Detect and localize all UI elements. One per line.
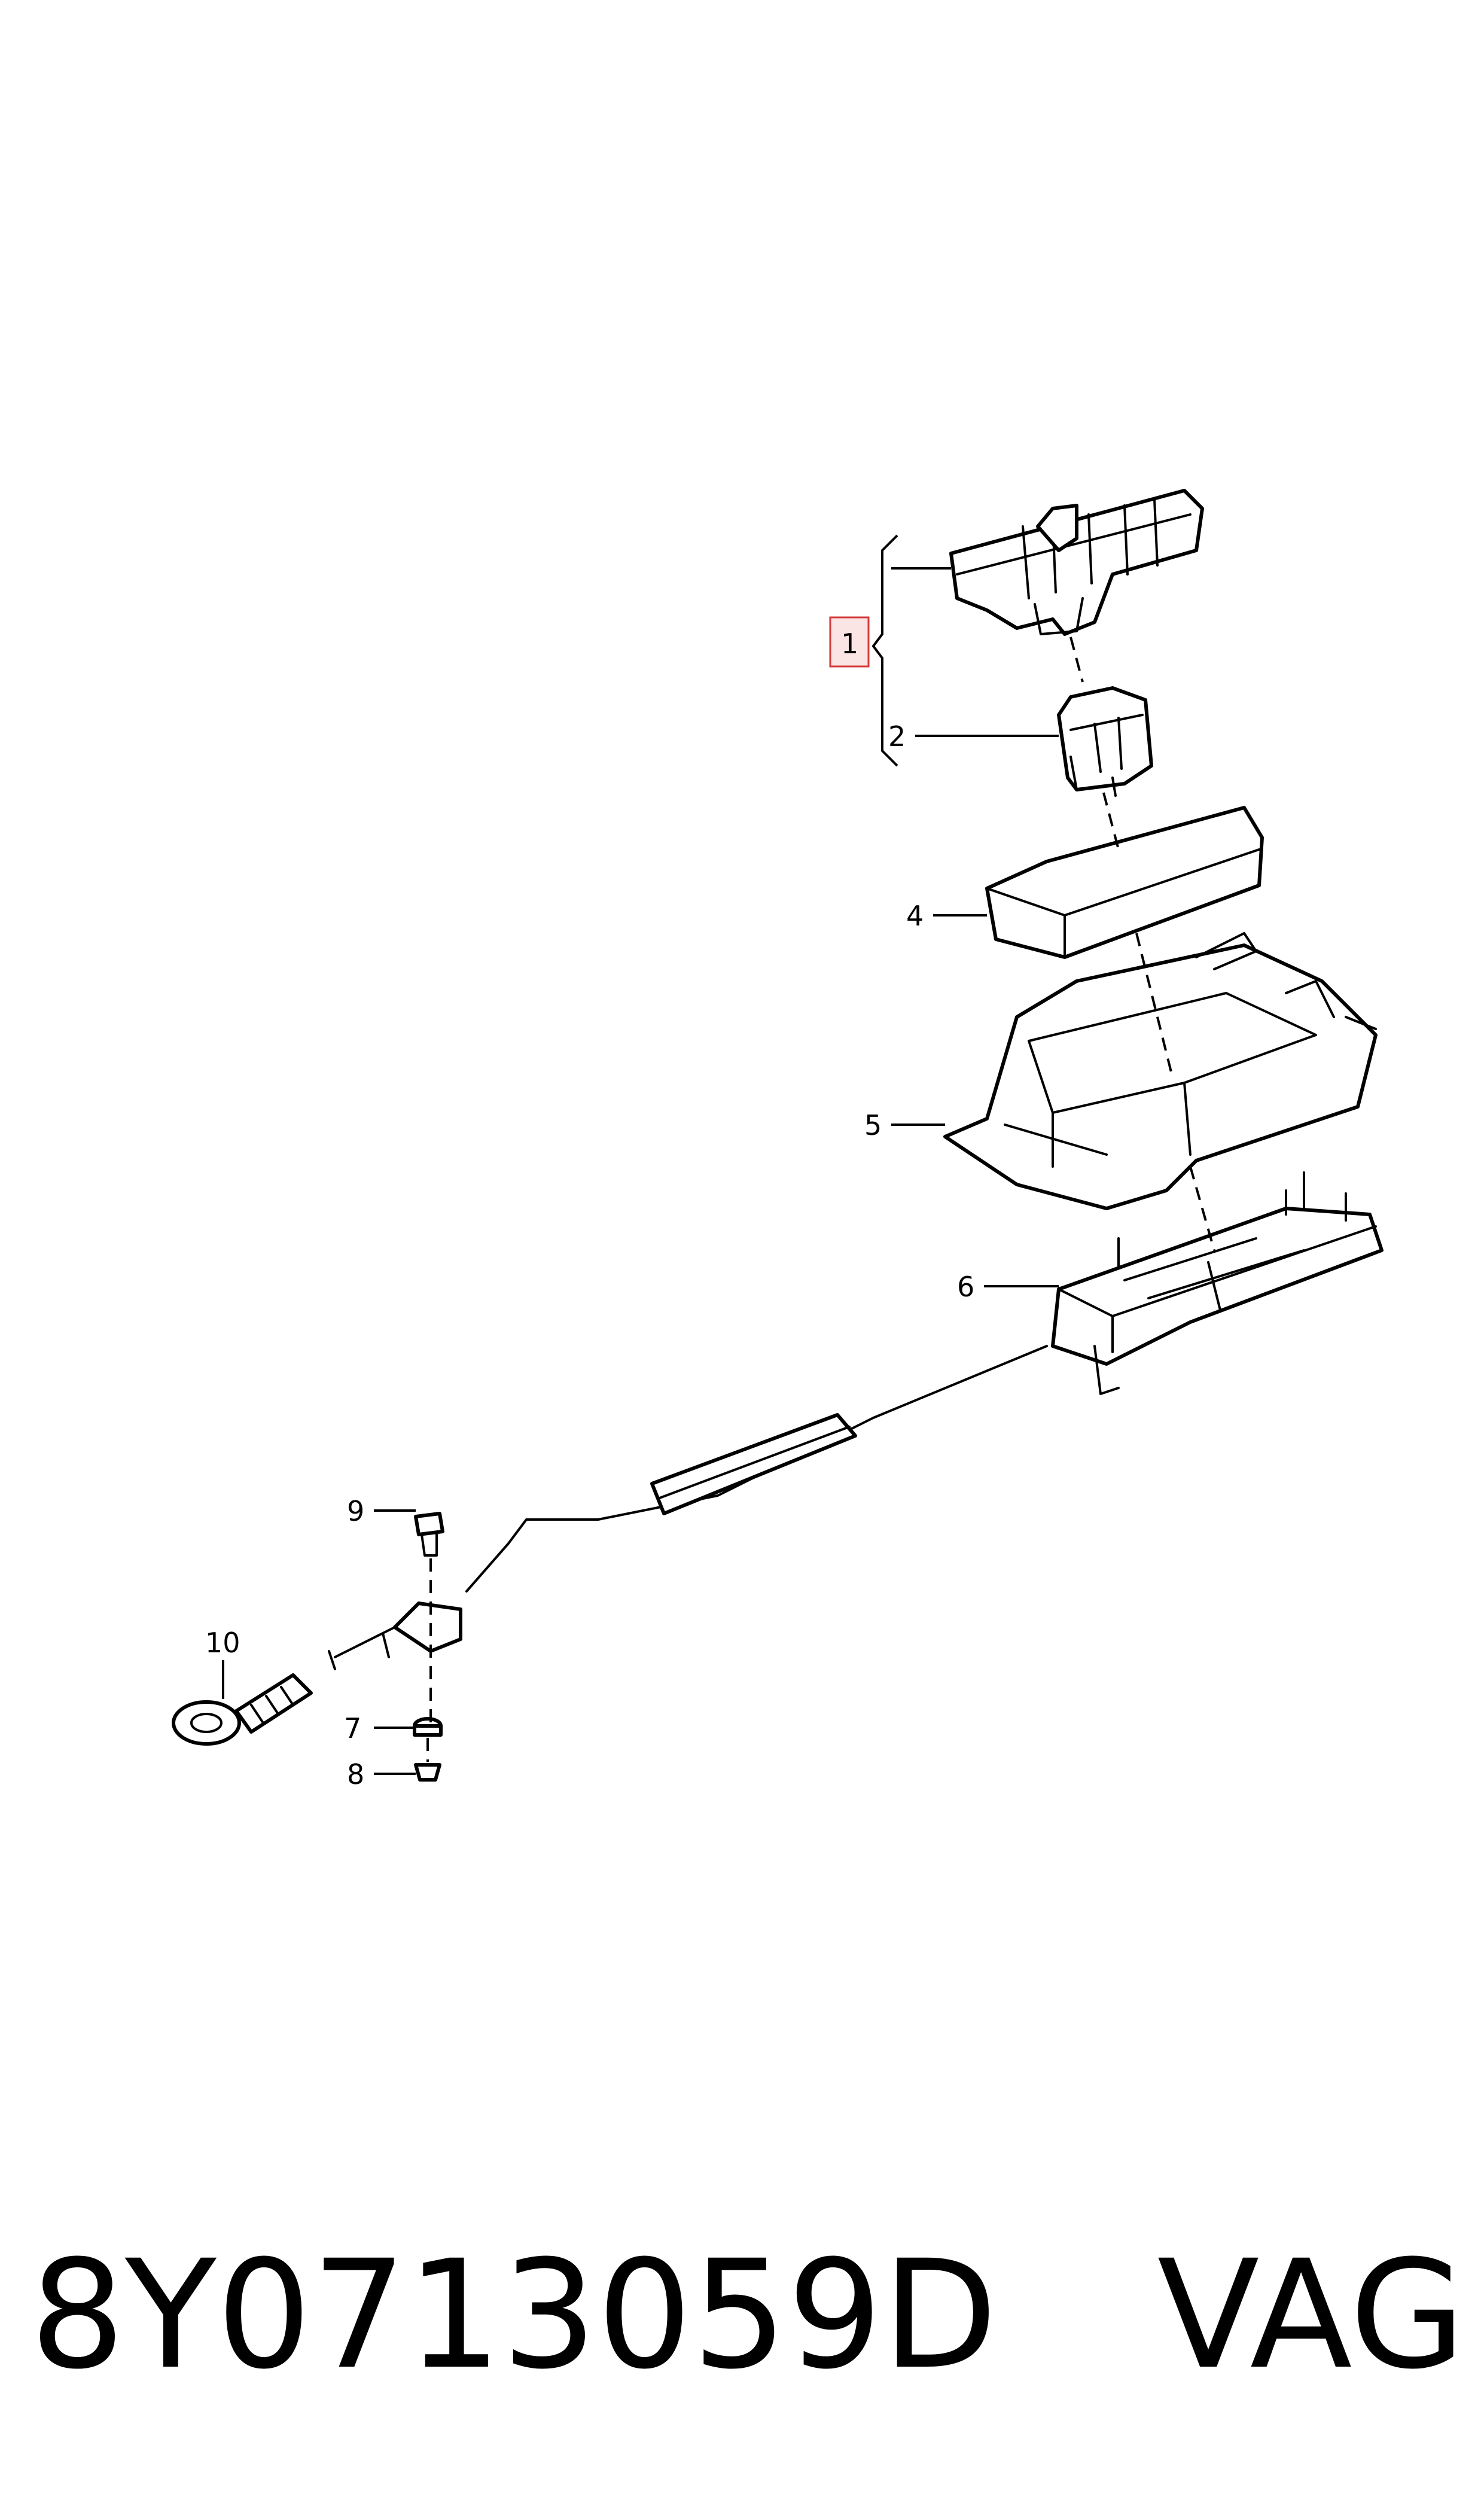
part-6-base-plate (1051, 1171, 1384, 1395)
shift-cable (465, 1345, 1048, 1593)
callout-1[interactable]: 1 (841, 628, 858, 660)
part-number-text: 8Y0713059D (30, 2228, 998, 2402)
part-2-actuator (1057, 686, 1153, 797)
part-9-bolt (414, 1512, 444, 1557)
callout-7[interactable]: 7 (344, 1712, 361, 1744)
callout-2[interactable]: 2 (888, 720, 906, 753)
callout-6[interactable]: 6 (957, 1271, 974, 1303)
callout-leaders (222, 567, 1059, 1775)
part-8-clip (414, 1763, 441, 1782)
cable-end-bracket (328, 1601, 462, 1670)
callout-4[interactable]: 4 (906, 900, 924, 932)
part-1-selector-module (949, 489, 1204, 636)
assembly-lines (426, 637, 1215, 1762)
callout-8[interactable]: 8 (347, 1758, 364, 1791)
brand-text: VAG (1157, 2228, 1465, 2402)
part-7-bushing (413, 1717, 443, 1737)
callout-10[interactable]: 10 (205, 1627, 240, 1659)
part-4-insert (985, 806, 1264, 959)
callout-9[interactable]: 9 (347, 1495, 364, 1527)
group-bracket (871, 534, 898, 767)
part-10-ball-socket (172, 1673, 313, 1746)
part-5-housing (943, 932, 1378, 1210)
callout-5[interactable]: 5 (864, 1109, 882, 1141)
callout-1-highlight (829, 616, 870, 668)
footer: 8Y0713059D VAG (30, 2225, 1465, 2405)
